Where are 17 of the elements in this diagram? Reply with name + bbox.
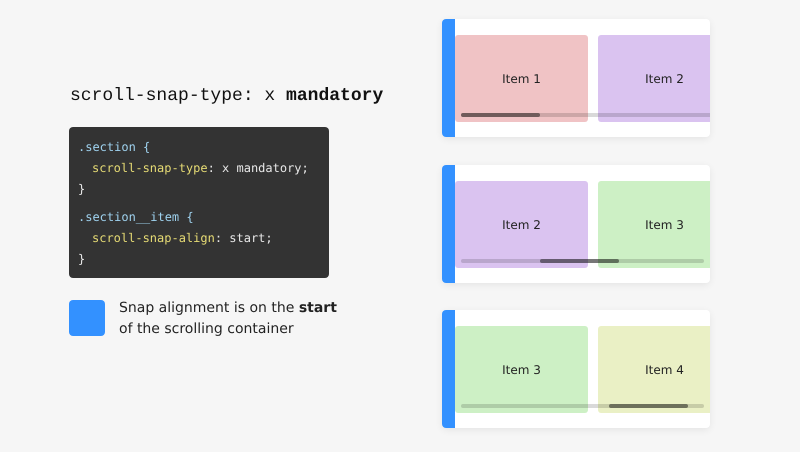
code-line: scroll-snap-type: x mandatory; bbox=[92, 161, 309, 175]
scroll-item: Item 2 bbox=[455, 181, 588, 268]
code-line: .section { bbox=[78, 140, 150, 154]
code-line: scroll-snap-align: start; bbox=[92, 231, 273, 245]
scroll-container bbox=[442, 19, 710, 137]
code-heading: scroll-snap-type: x mandatory bbox=[70, 86, 384, 106]
code-line: } bbox=[78, 252, 86, 266]
scroll-item: Item 1 bbox=[455, 35, 588, 122]
legend-text: Snap alignment is on the start of the scrolling container bbox=[119, 299, 338, 339]
scroll-item: Item 3 bbox=[598, 181, 710, 268]
scroll-container bbox=[442, 165, 710, 283]
scroll-item: Item 2 bbox=[598, 35, 710, 122]
code-line: .section__item { bbox=[78, 210, 194, 224]
scroll-item: Item 4 bbox=[598, 326, 710, 413]
code-line: } bbox=[78, 182, 86, 196]
scroll-container bbox=[442, 310, 710, 428]
scroll-item: Item 3 bbox=[455, 326, 588, 413]
